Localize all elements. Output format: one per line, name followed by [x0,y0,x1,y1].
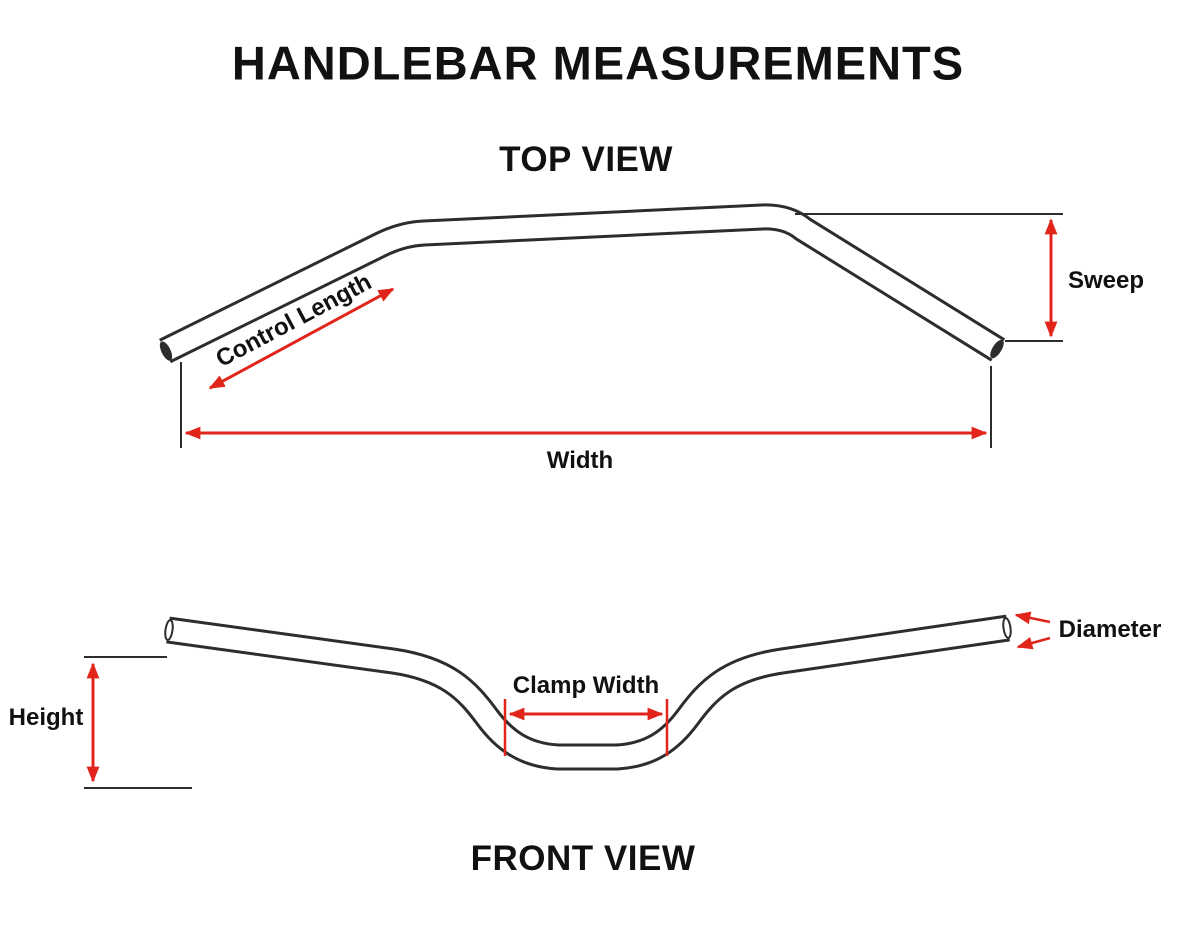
diameter-label: Diameter [1058,616,1162,643]
width-label: Width [546,447,614,474]
front-right-grip-end-cap [1002,617,1012,639]
control-length-arrow [208,287,395,390]
front-left-grip-end-cap [164,619,174,641]
height-label: Height [8,704,84,731]
front-view-heading: FRONT VIEW [470,839,696,878]
top-left-grip-end-cap [159,341,173,361]
sweep-label: Sweep [1067,267,1145,294]
page-title: HANDLEBAR MEASUREMENTS [231,36,965,90]
top-view-handlebar [159,203,1006,364]
front-view-handlebar [164,614,1012,771]
diameter-pointer-top [1014,611,1051,625]
clamp-width-label: Clamp Width [512,672,660,699]
top-right-grip-end-cap [990,339,1004,359]
diameter-pointer-bottom [1016,636,1051,650]
top-view-heading: TOP VIEW [499,140,673,179]
